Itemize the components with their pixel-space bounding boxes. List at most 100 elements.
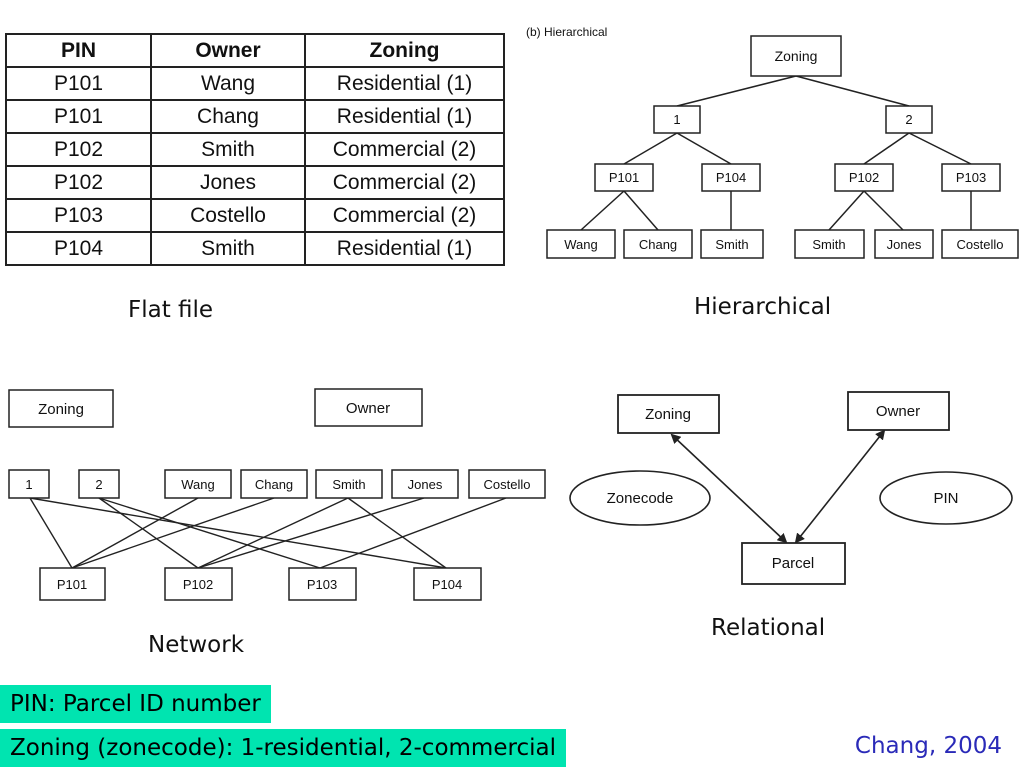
owner-cell: Costello — [150, 198, 306, 233]
hierarchy-parcel-node: P103 — [941, 163, 1001, 192]
relational-caption: Relational — [711, 615, 826, 641]
node-label: P103 — [956, 170, 986, 185]
table-row: P102 Jones Commercial (2) — [5, 165, 505, 200]
hierarchy-parcel-node: P102 — [834, 163, 894, 192]
hierarchy-owner-node: Jones — [874, 229, 934, 259]
node-label: P102 — [849, 170, 879, 185]
pin-cell: P102 — [5, 132, 152, 167]
zonecode-attribute: Zonecode — [569, 470, 711, 526]
owner-cell: Smith — [150, 132, 306, 167]
hierarchical-subtitle: (b) Hierarchical — [526, 25, 607, 39]
node-label: Zoning — [38, 401, 84, 418]
hierarchy-root-node: Zoning — [750, 35, 842, 77]
owner-cell: Smith — [150, 231, 306, 266]
node-label: PIN — [933, 490, 958, 507]
node-label: Chang — [639, 237, 677, 252]
owner-cell: Jones — [150, 165, 306, 200]
column-header: PIN — [5, 33, 152, 68]
network-zoning-header: Zoning — [8, 389, 114, 428]
column-header: Owner — [150, 33, 306, 68]
node-label: 1 — [673, 112, 680, 127]
hierarchy-connectors — [580, 75, 972, 231]
node-label: Zoning — [645, 406, 691, 423]
zoning-parcel-arrow — [670, 433, 788, 544]
network-caption: Network — [148, 632, 245, 658]
zoning-cell: Commercial (2) — [304, 132, 505, 167]
column-header: Zoning — [304, 33, 505, 68]
hierarchy-owner-node: Chang — [623, 229, 693, 259]
network-connectors — [29, 497, 507, 569]
network-parcel-node: P102 — [164, 567, 233, 601]
node-label: Chang — [255, 477, 293, 492]
pin-cell: P103 — [5, 198, 152, 233]
node-label: Costello — [957, 237, 1004, 252]
relational-zoning-entity: Zoning — [617, 394, 720, 434]
hierarchical-caption: Hierarchical — [694, 294, 832, 320]
node-label: Smith — [332, 477, 365, 492]
node-label: Smith — [812, 237, 845, 252]
zoning-cell: Commercial (2) — [304, 198, 505, 233]
node-label: Zoning — [775, 48, 818, 64]
node-label: 2 — [95, 477, 102, 492]
network-owner-node: Chang — [240, 469, 308, 499]
pin-cell: P101 — [5, 66, 152, 101]
network-zone-node: 1 — [8, 469, 50, 499]
network-parcel-node: P104 — [413, 567, 482, 601]
hierarchy-owner-node: Smith — [794, 229, 865, 259]
network-parcel-node: P103 — [288, 567, 357, 601]
network-zone-node: 2 — [78, 469, 120, 499]
node-label: Parcel — [772, 555, 815, 572]
network-owner-node: Wang — [164, 469, 232, 499]
zoning-definition-note: Zoning (zonecode): 1-residential, 2-comm… — [0, 729, 566, 767]
table-row: P104 Smith Residential (1) — [5, 231, 505, 266]
node-label: P104 — [432, 577, 462, 592]
flat-file-caption: Flat file — [128, 297, 214, 323]
relational-diagram: Zoning Owner Parcel Zonecode PIN — [569, 391, 1013, 585]
relational-owner-entity: Owner — [847, 391, 950, 431]
table-row: P102 Smith Commercial (2) — [5, 132, 505, 167]
zoning-cell: Residential (1) — [304, 231, 505, 266]
owner-cell: Wang — [150, 66, 306, 101]
node-label: 1 — [25, 477, 32, 492]
table-row: P101 Chang Residential (1) — [5, 99, 505, 134]
node-label: Costello — [484, 477, 531, 492]
hierarchical-diagram: (b) Hierarchical Zoning 1 2 P101 P104 P1… — [526, 25, 1019, 259]
node-label: Owner — [876, 403, 920, 420]
node-label: P101 — [609, 170, 639, 185]
pin-cell: P101 — [5, 99, 152, 134]
zoning-cell: Residential (1) — [304, 66, 505, 101]
node-label: Jones — [887, 237, 922, 252]
network-owner-node: Smith — [315, 469, 383, 499]
pin-cell: P104 — [5, 231, 152, 266]
hierarchy-owner-node: Smith — [700, 229, 764, 259]
node-label: Wang — [181, 477, 214, 492]
network-owner-node: Costello — [468, 469, 546, 499]
flat-file-table: PIN Owner Zoning P101 Wang Residential (… — [5, 33, 505, 266]
node-label: P103 — [307, 577, 337, 592]
citation: Chang, 2004 — [854, 733, 1002, 759]
flat-file-header-row: PIN Owner Zoning — [5, 33, 505, 68]
hierarchy-zone-node: 2 — [885, 105, 933, 134]
hierarchy-zone-node: 1 — [653, 105, 701, 134]
node-label: Wang — [564, 237, 597, 252]
pin-cell: P102 — [5, 165, 152, 200]
hierarchy-owner-node: Wang — [546, 229, 616, 259]
node-label: P104 — [716, 170, 746, 185]
network-owner-node: Jones — [391, 469, 459, 499]
node-label: Owner — [346, 400, 390, 417]
zoning-cell: Residential (1) — [304, 99, 505, 134]
hierarchy-parcel-node: P104 — [701, 163, 761, 192]
table-row: P103 Costello Commercial (2) — [5, 198, 505, 233]
zoning-cell: Commercial (2) — [304, 165, 505, 200]
node-label: Zonecode — [607, 490, 674, 507]
relational-parcel-entity: Parcel — [741, 542, 846, 585]
node-label: Smith — [715, 237, 748, 252]
owner-parcel-arrow — [794, 429, 886, 544]
hierarchy-parcel-node: P101 — [594, 163, 654, 192]
pin-attribute: PIN — [879, 471, 1013, 525]
network-diagram: Zoning Owner 1 2 Wang Chang Smith Jones … — [8, 388, 546, 601]
node-label: Jones — [408, 477, 443, 492]
pin-definition-note: PIN: Parcel ID number — [0, 685, 271, 723]
table-row: P101 Wang Residential (1) — [5, 66, 505, 101]
node-label: P101 — [57, 577, 87, 592]
